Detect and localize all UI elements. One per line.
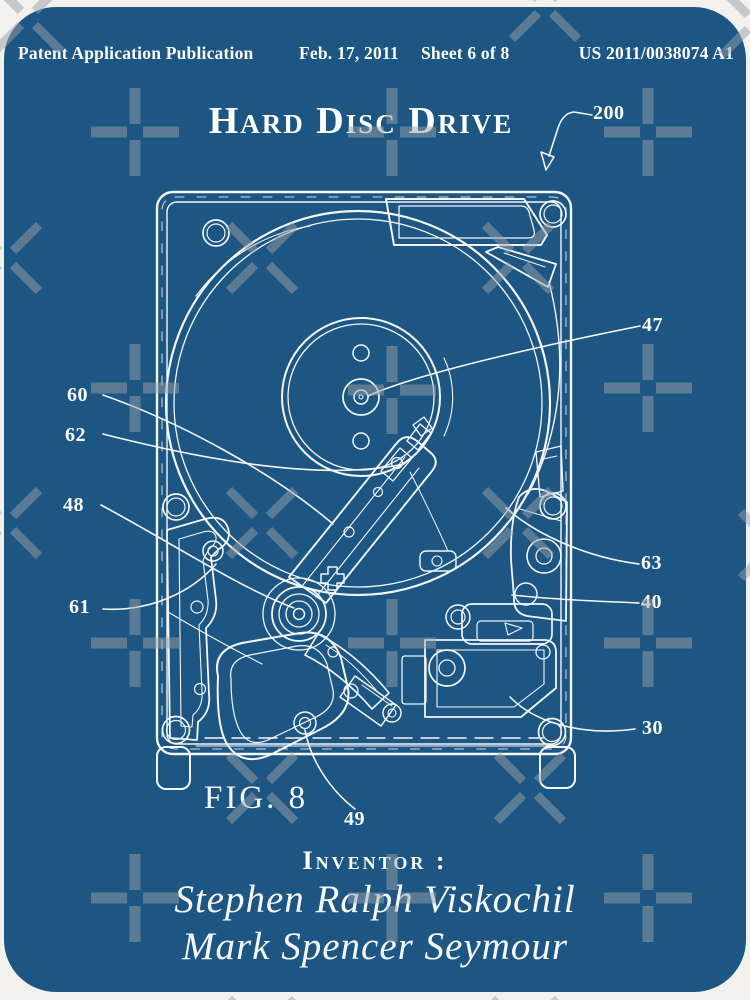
ref-label-40: 40 — [641, 591, 662, 613]
ref-label-30: 30 — [642, 717, 663, 739]
figure-caption: FIG. 8 — [204, 780, 309, 816]
ref-label-60: 60 — [67, 384, 88, 406]
ref-label-61: 61 — [69, 596, 90, 618]
hdd-gasket — [216, 631, 350, 761]
leader-47 — [367, 325, 641, 397]
leader-62 — [102, 433, 405, 472]
leader-61 — [102, 563, 217, 611]
ref-label-48: 48 — [63, 494, 84, 516]
reference-leader-lines — [100, 111, 641, 810]
case-screws — [161, 200, 567, 747]
leader-49 — [304, 729, 356, 810]
inventor-heading: Inventor : — [302, 846, 448, 875]
leader-200 — [548, 111, 593, 157]
leader-40 — [511, 594, 640, 604]
ref-label-47: 47 — [642, 314, 663, 336]
ref-label-49: 49 — [344, 808, 365, 830]
ref-label-62: 62 — [65, 424, 86, 446]
ref-label-63: 63 — [641, 552, 662, 574]
leader-200-arrowhead — [540, 151, 555, 171]
hdd-top-connector — [385, 198, 557, 288]
inventor-signature-1: Stephen Ralph Viskochil — [174, 878, 576, 921]
ref-label-200: 200 — [593, 102, 625, 124]
leader-63 — [505, 507, 640, 565]
hdd-spindle-hub — [281, 317, 454, 477]
hdd-pcb-blocks — [424, 603, 557, 718]
inventor-signature-2: Mark Spencer Seymour — [181, 925, 569, 968]
leader-30 — [509, 696, 636, 732]
hdd-actuator-arm — [288, 416, 457, 604]
